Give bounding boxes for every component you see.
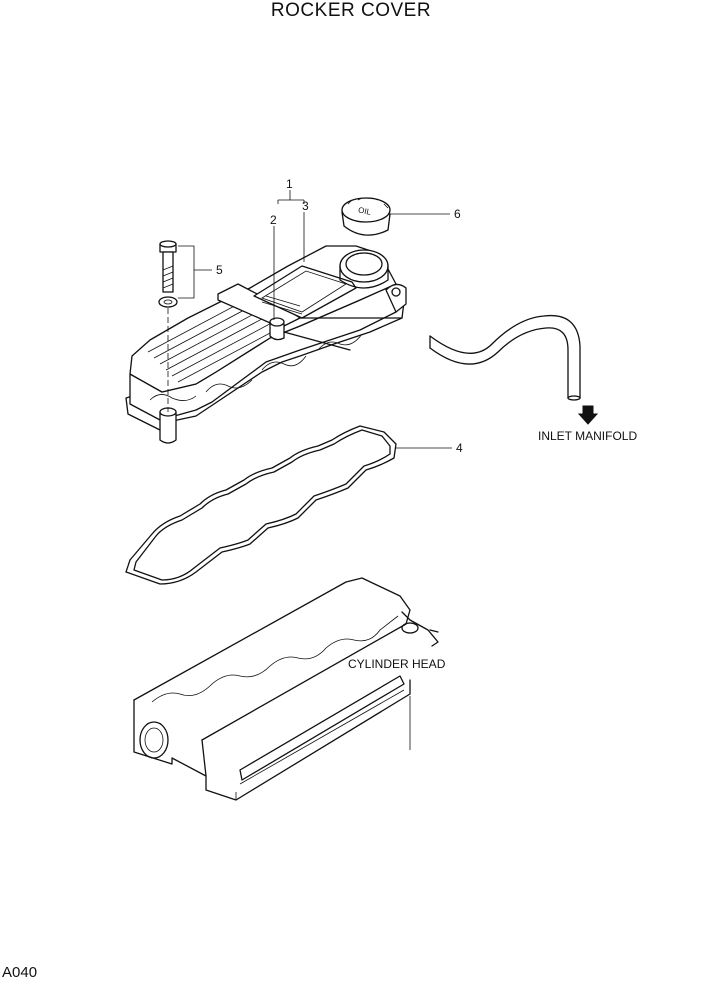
callout-1: 1 bbox=[286, 177, 293, 191]
rocker-cover-gasket-part[interactable] bbox=[125, 425, 397, 585]
page-title: ROCKER COVER bbox=[270, 0, 432, 21]
callout-leaders bbox=[178, 190, 452, 449]
callout-4: 4 bbox=[456, 441, 463, 455]
callout-6: 6 bbox=[454, 207, 461, 221]
bolt-part[interactable] bbox=[158, 240, 178, 412]
cylinder-head-label: CYLINDER HEAD bbox=[348, 657, 446, 671]
callout-2: 2 bbox=[270, 213, 277, 227]
oil-cap-label: OIL bbox=[357, 205, 372, 217]
breather-hose-part[interactable] bbox=[283, 314, 581, 401]
inlet-manifold-arrow-icon bbox=[577, 405, 599, 425]
callout-5: 5 bbox=[216, 263, 223, 277]
inlet-manifold-label: INLET MANIFOLD bbox=[538, 429, 637, 443]
oil-filler-cap-part[interactable]: OIL bbox=[341, 197, 391, 236]
cylinder-head-part bbox=[133, 577, 439, 801]
page-code: A040 bbox=[2, 964, 38, 981]
callout-3: 3 bbox=[302, 199, 309, 213]
